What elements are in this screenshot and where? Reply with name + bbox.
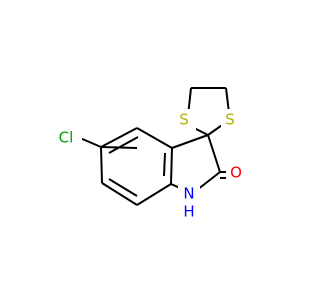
bond-c5-c6 xyxy=(100,146,103,184)
bond-c4-c5-ring xyxy=(100,127,138,148)
bond-c2-n1 xyxy=(196,171,221,191)
molecule-diagram: Cl S S O N H xyxy=(54,87,248,222)
atom-label-cl: Cl xyxy=(59,129,74,147)
bond-c6-c7 xyxy=(101,182,138,206)
bond-c3a-c4 xyxy=(136,127,173,149)
bond-ch2-s2 xyxy=(225,87,230,114)
bond-c7-c7a xyxy=(136,183,172,206)
bond-c3-c2 xyxy=(207,134,221,173)
bond-c3a-c3 xyxy=(171,134,209,149)
double-bond-inner-2 xyxy=(108,178,138,197)
double-bond-inner-1 xyxy=(108,136,139,154)
atom-label-h: H xyxy=(183,203,194,221)
double-bond-inner-3 xyxy=(163,152,166,177)
atom-label-s2: S xyxy=(225,111,235,129)
bond-c7a-c3a xyxy=(170,147,173,185)
atom-label-s1: S xyxy=(179,111,189,129)
atom-label-n: N xyxy=(183,185,194,203)
bond-lines xyxy=(79,87,235,206)
bond-c5-cl xyxy=(79,137,102,148)
atom-label-o: O xyxy=(230,164,242,182)
atom-labels: Cl S S O N H xyxy=(54,109,248,222)
